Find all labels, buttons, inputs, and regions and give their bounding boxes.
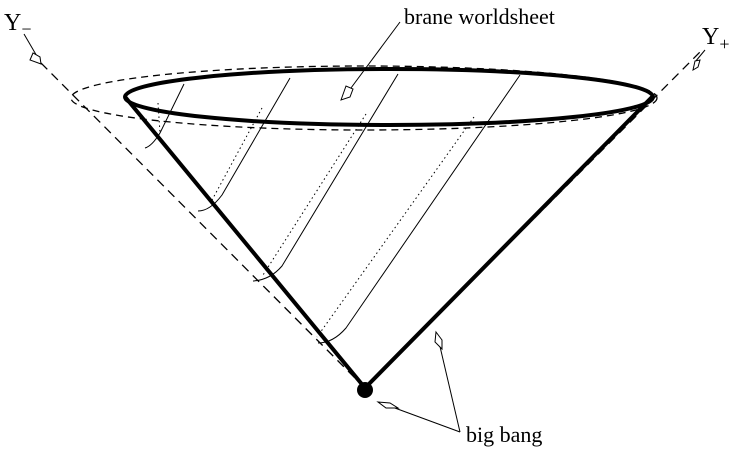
y-plus-label-base: Y bbox=[702, 24, 719, 50]
dotted-line bbox=[262, 113, 367, 276]
y-plus-label: Y+ bbox=[702, 24, 730, 54]
cone-left-edge bbox=[124, 96, 367, 390]
brane-worldsheet-label: brane worldsheet bbox=[404, 4, 555, 29]
brane-worldsheet-arrowhead bbox=[340, 85, 354, 101]
y-minus-label-base: Y bbox=[4, 10, 21, 36]
y-plus-label-subscript: + bbox=[719, 34, 729, 54]
brane-worldsheet-ellipse bbox=[123, 67, 655, 127]
big-bang-arrowhead-2 bbox=[434, 330, 443, 351]
y-plus-pointer-line bbox=[694, 49, 706, 63]
dotted-line bbox=[316, 116, 475, 338]
big-bang-arrowhead-1 bbox=[376, 401, 400, 409]
brane-worldsheet-pointer-line bbox=[347, 21, 401, 93]
worldsheet-curves bbox=[144, 73, 521, 344]
big-bang-label: big bang bbox=[466, 422, 542, 447]
dotted-line bbox=[157, 102, 161, 134]
y-minus-label-subscript: − bbox=[21, 19, 31, 39]
y-plus-arrowhead bbox=[692, 59, 701, 72]
y-minus-arrowhead bbox=[29, 52, 42, 65]
cone-right-edge bbox=[363, 95, 654, 390]
big-bang-pointer-line-1 bbox=[383, 403, 461, 433]
worldsheet-curve bbox=[317, 74, 521, 344]
y-minus-label: Y− bbox=[4, 10, 32, 39]
big-bang-pointer-line-2 bbox=[437, 337, 461, 433]
worldsheet-curve bbox=[197, 77, 291, 212]
dotted-guide-lines bbox=[157, 102, 475, 338]
y-minus-axis-line bbox=[35, 57, 366, 389]
light-cone-rim-ellipse bbox=[70, 65, 658, 131]
pointer-lines bbox=[23, 21, 706, 433]
big-bang-point bbox=[357, 382, 373, 398]
worldsheet-curve bbox=[144, 83, 185, 149]
pointer-arrowheads bbox=[29, 52, 701, 409]
